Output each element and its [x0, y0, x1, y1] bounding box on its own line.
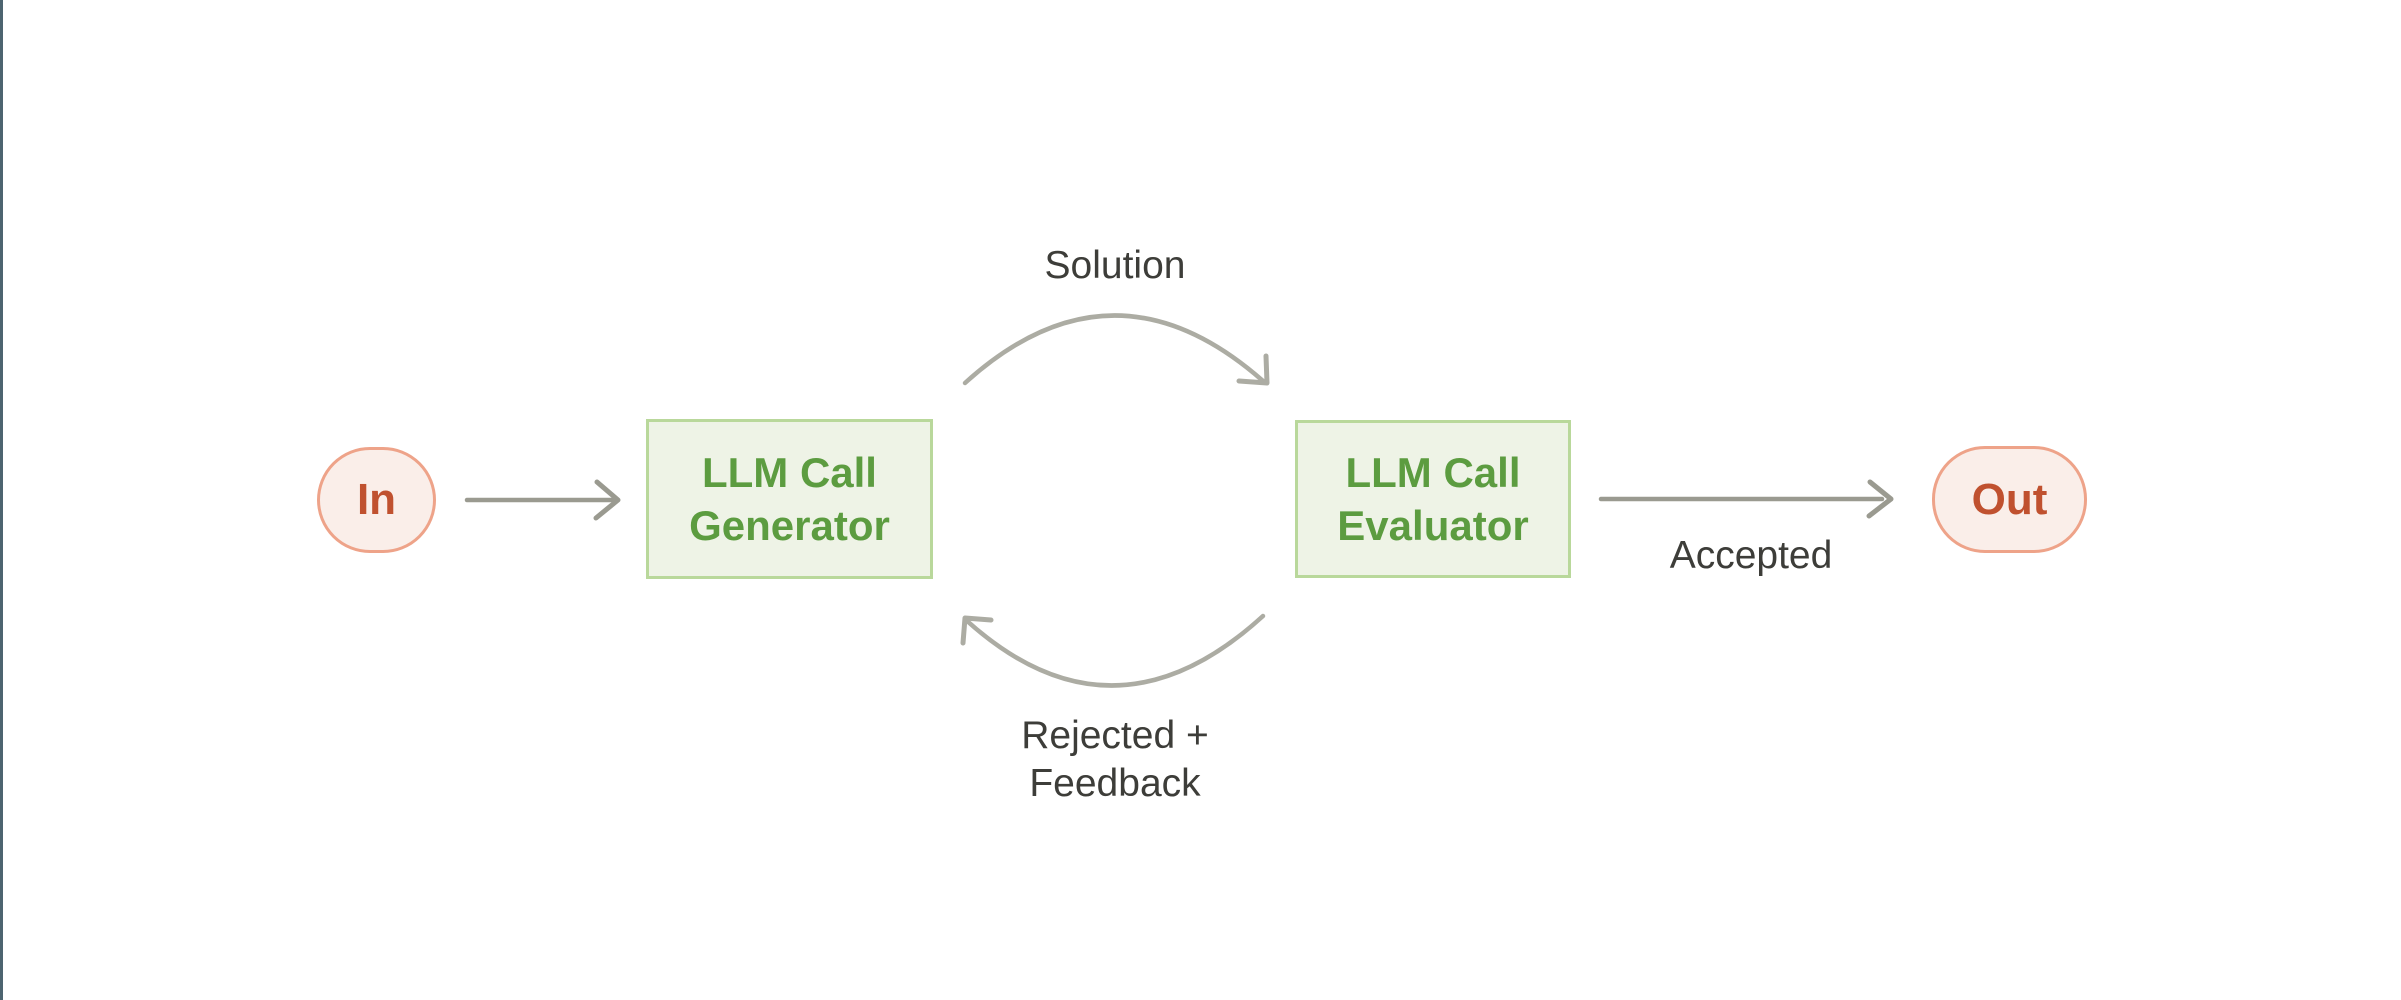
node-in: In [317, 447, 436, 553]
arrow-evaluator-to-out [1598, 479, 1894, 519]
edge-label-rejected-feedback: Rejected + Feedback [1021, 714, 1209, 805]
node-in-label: In [356, 475, 397, 524]
arrowhead-right-icon [593, 479, 621, 521]
node-out-label: Out [1971, 474, 2048, 524]
edge-label-solution: Solution [1044, 244, 1186, 287]
edge-label-accepted: Accepted [1669, 534, 1833, 577]
page-edge-line [0, 0, 3, 1000]
arrowhead-down-right-icon [1236, 353, 1270, 386]
node-evaluator-label: LLM Call Evaluator [1337, 449, 1529, 549]
arrow-generator-to-evaluator-curve [962, 313, 1270, 386]
node-llm-call-evaluator: LLM Call Evaluator [1295, 420, 1571, 578]
arrowhead-up-left-icon [960, 615, 994, 646]
arrow-evaluator-to-generator-curve [960, 613, 1266, 688]
arrow-in-to-generator [464, 479, 621, 521]
arrowhead-right-icon [1866, 479, 1894, 519]
node-llm-call-generator: LLM Call Generator [646, 419, 933, 579]
node-out: Out [1932, 446, 2087, 553]
node-generator-label: LLM Call Generator [689, 449, 890, 549]
